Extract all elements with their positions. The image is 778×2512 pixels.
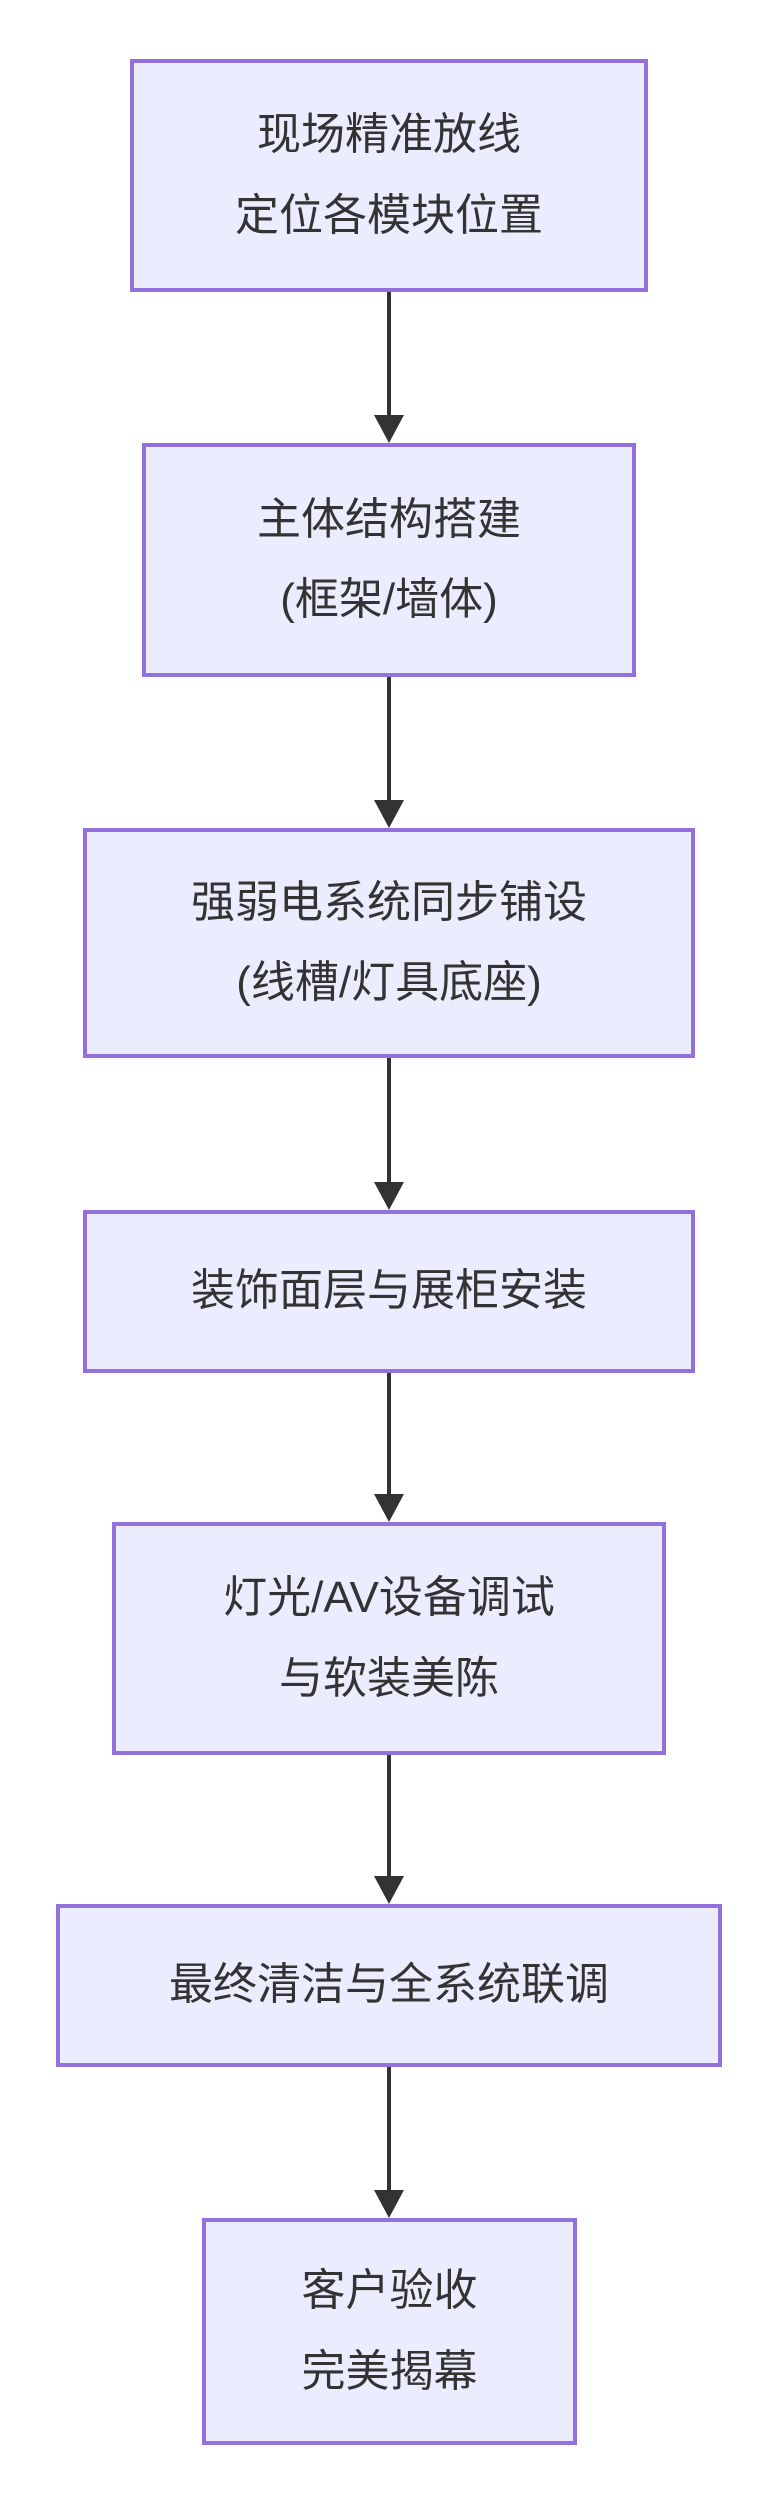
- arrow-shaft: [387, 2067, 391, 2190]
- node-label-line-1: 强弱电系统同步铺设: [191, 877, 587, 927]
- flow-node-finish-showcase-install: 装饰面层与展柜安装: [83, 1210, 695, 1373]
- node-label-line-1: 装饰面层与展柜安装: [191, 1266, 587, 1316]
- arrow-head-icon: [374, 415, 404, 443]
- node-label-line-2: 完美揭幕: [301, 2346, 478, 2396]
- flow-node-site-layout: 现场精准放线 定位各模块位置: [130, 59, 648, 292]
- flow-node-electrical-install: 强弱电系统同步铺设 (线槽/灯具底座): [83, 828, 695, 1058]
- arrow-head-icon: [374, 2190, 404, 2218]
- arrow-step5-to-step6: [374, 1755, 404, 1904]
- arrow-step2-to-step3: [374, 677, 404, 828]
- arrow-shaft: [387, 1373, 391, 1494]
- node-label-line-1: 现场精准放线: [257, 110, 521, 160]
- arrow-head-icon: [374, 1182, 404, 1210]
- arrow-step1-to-step2: [374, 292, 404, 443]
- flow-node-lighting-av-debug: 灯光/AV设备调试 与软装美陈: [112, 1522, 666, 1755]
- node-label-line-2: (线槽/灯具底座): [236, 958, 542, 1007]
- flow-node-final-clean-joint-test: 最终清洁与全系统联调: [56, 1904, 722, 2067]
- arrow-step4-to-step5: [374, 1373, 404, 1522]
- node-label-line-1: 客户验收: [301, 2266, 478, 2316]
- flow-node-client-acceptance: 客户验收 完美揭幕: [202, 2218, 577, 2445]
- arrow-shaft: [387, 677, 391, 800]
- arrow-step3-to-step4: [374, 1058, 404, 1210]
- arrow-head-icon: [374, 800, 404, 828]
- arrow-head-icon: [374, 1876, 404, 1904]
- arrow-head-icon: [374, 1494, 404, 1522]
- node-label-line-2: (框架/墙体): [280, 575, 498, 624]
- node-label-line-2: 与软装美陈: [279, 1653, 499, 1703]
- arrow-shaft: [387, 1058, 391, 1182]
- node-label-line-1: 灯光/AV设备调试: [223, 1573, 555, 1623]
- node-label-line-1: 主体结构搭建: [257, 494, 521, 544]
- arrow-shaft: [387, 1755, 391, 1876]
- node-label-line-2: 定位各模块位置: [235, 190, 543, 240]
- node-label-line-1: 最终清洁与全系统联调: [169, 1960, 609, 2010]
- arrow-step6-to-step7: [374, 2067, 404, 2218]
- arrow-shaft: [387, 292, 391, 415]
- flow-node-structure-build: 主体结构搭建 (框架/墙体): [142, 443, 636, 677]
